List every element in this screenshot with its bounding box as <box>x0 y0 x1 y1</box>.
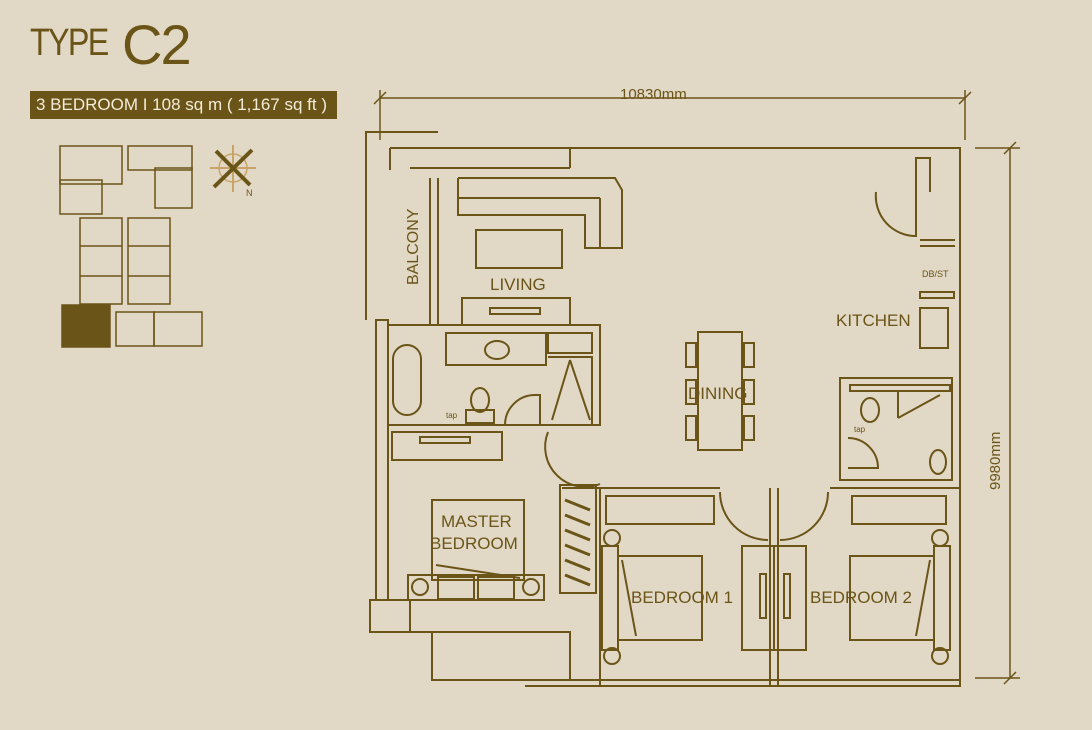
walls <box>365 131 961 687</box>
dining-label: DINING <box>688 384 748 403</box>
tap-label-common-bath: tap <box>854 425 866 434</box>
bedroom-1-label: BEDROOM 1 <box>631 588 733 607</box>
height-dimension <box>975 141 1020 685</box>
width-label: 10830mm <box>620 86 687 103</box>
compass-icon: N <box>210 145 256 198</box>
master-bedroom-label-line1: MASTER <box>441 512 512 531</box>
key-plan <box>59 145 203 348</box>
unit-type-title: TYPE C2 <box>30 13 192 76</box>
bedroom-2-label: BEDROOM 2 <box>810 588 912 607</box>
unit-code: C2 <box>122 13 192 76</box>
master-bedroom-label-line2: BEDROOM <box>430 534 518 553</box>
kitchen-label: KITCHEN <box>836 311 911 330</box>
living-label: LIVING <box>490 275 546 294</box>
unit-summary-badge: 3 BEDROOM I 108 sq m ( 1,167 sq ft ) <box>30 91 337 119</box>
dbst-label: DB/ST <box>922 269 949 279</box>
height-label: 9980mm <box>987 432 1004 490</box>
svg-text:N: N <box>246 188 253 198</box>
type-label: TYPE <box>30 22 109 64</box>
balcony-label: BALCONY <box>405 208 422 285</box>
tap-label-master-bath: tap <box>446 411 458 420</box>
